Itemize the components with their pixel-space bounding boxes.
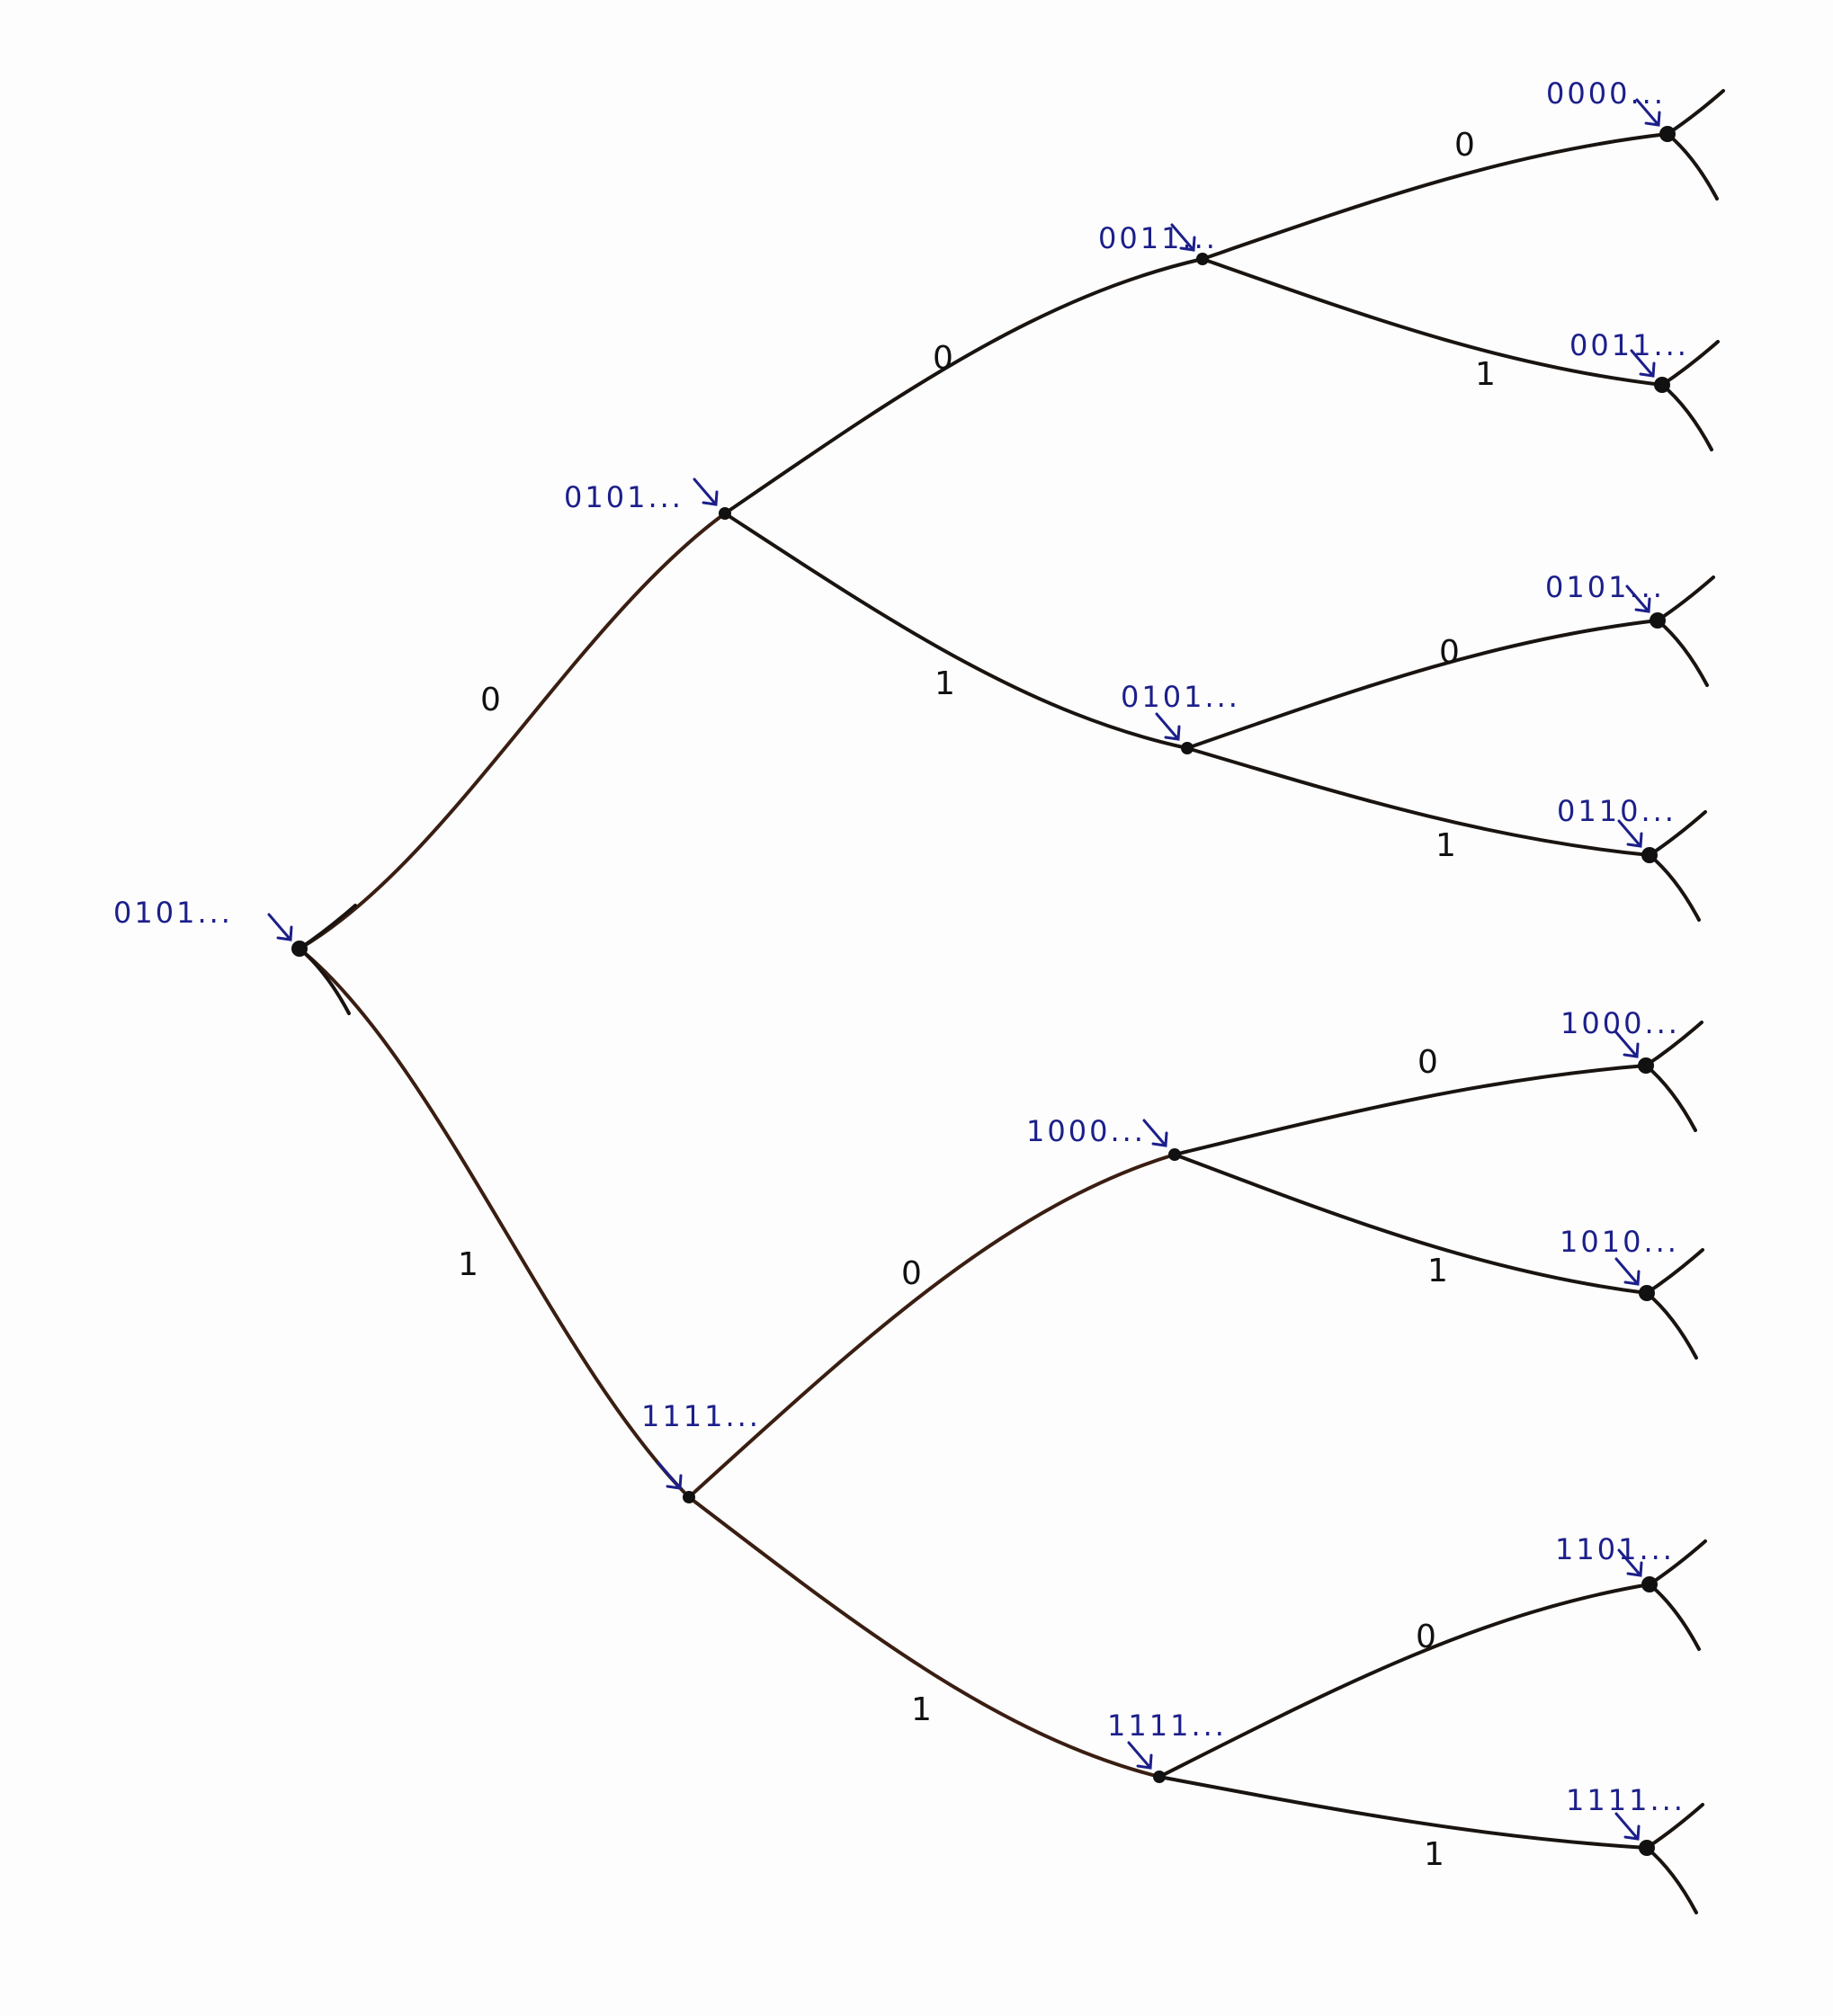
node-n110 bbox=[1641, 1576, 1658, 1592]
edge-label-root-n0: 0 bbox=[480, 682, 501, 718]
stub-down-n001 bbox=[1660, 383, 1713, 451]
node-n00 bbox=[1196, 253, 1209, 265]
arrow-icon bbox=[1142, 1119, 1168, 1147]
edge-n10-n100 bbox=[1173, 1064, 1648, 1156]
edge-n00-n001 bbox=[1201, 257, 1664, 387]
leaf-continuation-stubs bbox=[298, 89, 1725, 1914]
edge-n01-n010 bbox=[1185, 619, 1659, 750]
arrow-icon bbox=[1614, 1812, 1641, 1841]
arrow-icon bbox=[693, 477, 719, 506]
edge-n00-n000 bbox=[1201, 132, 1669, 261]
node-root bbox=[291, 941, 308, 957]
edge-n11-n110 bbox=[1158, 1583, 1651, 1779]
tree-nodes bbox=[291, 126, 1676, 1856]
edge-n1-n11 bbox=[687, 1495, 1161, 1779]
edge-label-n00-n000: 0 bbox=[1454, 127, 1475, 164]
edge-label-n0-n01: 1 bbox=[934, 665, 955, 702]
arrow-icon bbox=[1155, 712, 1181, 741]
node-label-root: 0101... bbox=[113, 896, 233, 930]
node-label-n000: 0000... bbox=[1546, 76, 1666, 111]
stub-down-n011 bbox=[1648, 853, 1701, 922]
stub-down-n111 bbox=[1645, 1846, 1698, 1914]
node-n011 bbox=[1641, 847, 1658, 863]
tree-edges bbox=[298, 132, 1669, 1850]
arrow-icon bbox=[1625, 584, 1651, 613]
stub-down-n100 bbox=[1644, 1064, 1697, 1132]
node-labels: 0101... 0101... 1111... 0011... 0101... 1000.… bbox=[113, 76, 1689, 1841]
edge-n0-n01 bbox=[723, 512, 1189, 750]
stub-up-n000 bbox=[1666, 89, 1725, 136]
arrow-icon bbox=[1617, 819, 1643, 848]
stub-up-n010 bbox=[1656, 575, 1715, 622]
edge-label-n0-n00: 0 bbox=[933, 340, 953, 377]
stub-up-root bbox=[298, 904, 357, 950]
arrow-icon bbox=[1630, 349, 1656, 378]
arrow-icon bbox=[267, 913, 293, 941]
node-n100 bbox=[1638, 1057, 1654, 1074]
node-label-n110: 1101... bbox=[1555, 1532, 1675, 1566]
node-n10 bbox=[1168, 1148, 1181, 1161]
stub-down-n101 bbox=[1645, 1291, 1698, 1360]
node-label-n010: 0101... bbox=[1545, 570, 1665, 604]
edge-n1-n10 bbox=[687, 1153, 1176, 1499]
node-n101 bbox=[1639, 1285, 1655, 1301]
edge-n0-n00 bbox=[723, 257, 1204, 515]
edge-label-root-n1: 1 bbox=[458, 1246, 478, 1283]
node-label-n00: 0011... bbox=[1098, 221, 1218, 255]
edge-n01-n011 bbox=[1185, 746, 1651, 857]
edge-label-n1-n10: 0 bbox=[901, 1255, 922, 1292]
arrow-icon bbox=[1614, 1030, 1640, 1058]
node-n01 bbox=[1181, 742, 1194, 754]
edge-label-n1-n11: 1 bbox=[911, 1691, 932, 1728]
node-n001 bbox=[1654, 377, 1670, 393]
edge-label-n00-n001: 1 bbox=[1475, 356, 1496, 393]
node-label-n011: 0110... bbox=[1557, 794, 1677, 828]
stub-down-root bbox=[298, 947, 351, 1015]
node-n000 bbox=[1659, 126, 1676, 142]
node-label-n101: 1010... bbox=[1560, 1225, 1679, 1259]
edge-root-n0 bbox=[298, 512, 727, 950]
node-n1 bbox=[683, 1491, 695, 1503]
node-label-n1: 1111... bbox=[641, 1399, 761, 1433]
edge-root-n1 bbox=[298, 947, 691, 1499]
node-n11 bbox=[1153, 1771, 1166, 1783]
edge-labels: 0 1 0 1 0 1 0 1 0 1 0 1 0 1 bbox=[458, 127, 1496, 1873]
arrow-icon bbox=[657, 1461, 683, 1490]
arrow-icon bbox=[1127, 1741, 1153, 1770]
node-n010 bbox=[1650, 612, 1666, 629]
node-label-n001: 0011... bbox=[1569, 328, 1689, 362]
node-label-n0: 0101... bbox=[564, 480, 684, 514]
arrow-icon bbox=[1617, 1548, 1643, 1577]
stub-down-n000 bbox=[1666, 132, 1719, 201]
edge-label-n11-n110: 0 bbox=[1416, 1619, 1436, 1655]
stub-down-n110 bbox=[1648, 1583, 1701, 1651]
arrow-icon bbox=[1170, 223, 1196, 252]
node-label-n11: 1111... bbox=[1107, 1708, 1227, 1743]
edge-n11-n111 bbox=[1158, 1775, 1649, 1850]
arrow-icon bbox=[1614, 1257, 1641, 1286]
edge-label-n11-n111: 1 bbox=[1424, 1836, 1444, 1873]
stub-down-n010 bbox=[1656, 619, 1709, 687]
node-n0 bbox=[719, 507, 731, 520]
edge-label-n01-n011: 1 bbox=[1435, 827, 1456, 864]
node-label-n111: 1111... bbox=[1566, 1783, 1685, 1817]
node-n111 bbox=[1639, 1840, 1655, 1856]
edge-n10-n101 bbox=[1173, 1153, 1649, 1295]
edge-label-n10-n100: 0 bbox=[1417, 1044, 1438, 1081]
edge-label-n01-n010: 0 bbox=[1439, 634, 1460, 671]
node-label-n01: 0101... bbox=[1121, 680, 1240, 714]
arrow-icon bbox=[1635, 98, 1661, 127]
edge-label-n10-n101: 1 bbox=[1427, 1253, 1448, 1289]
node-label-n10: 1000... bbox=[1026, 1114, 1146, 1148]
